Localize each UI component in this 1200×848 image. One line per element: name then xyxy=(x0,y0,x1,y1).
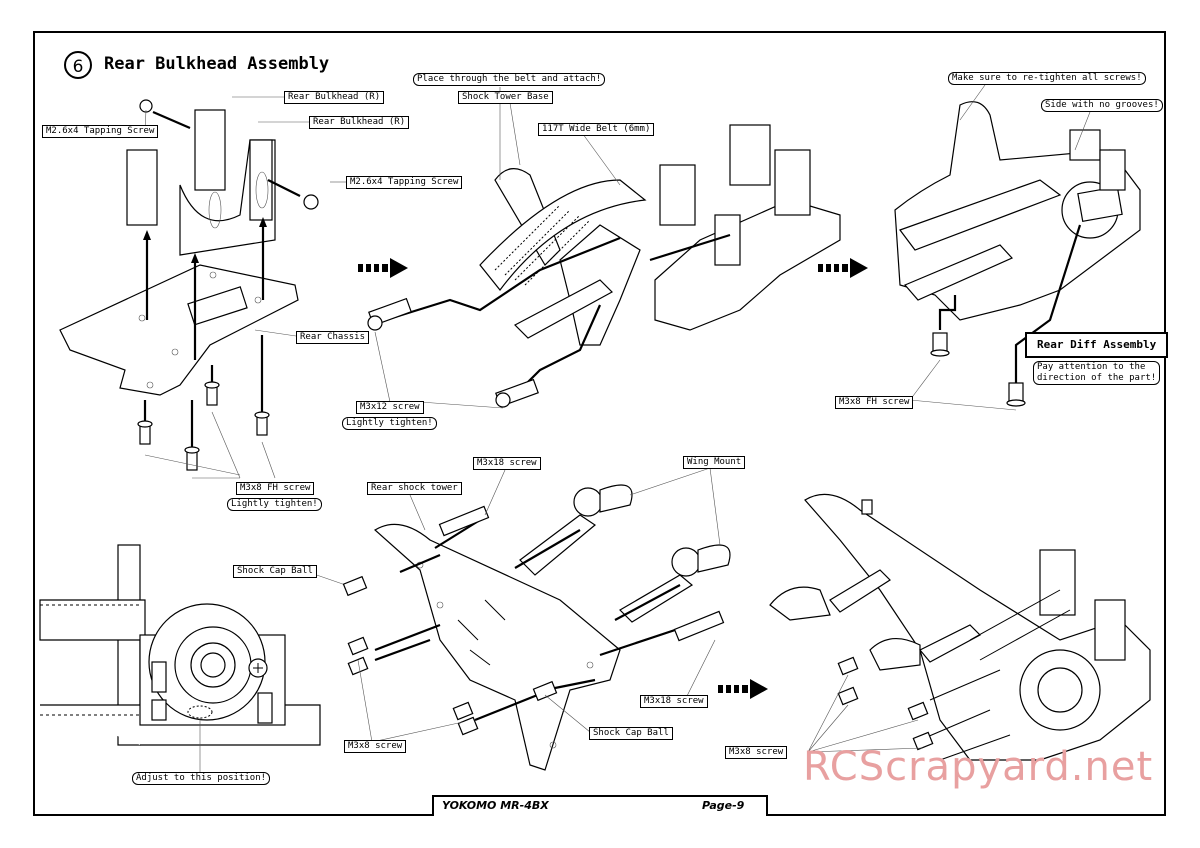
panel6-leaders xyxy=(807,674,924,753)
panel6-screws xyxy=(837,656,934,751)
label-shock-cap-ball-2: Shock Cap Ball xyxy=(589,727,673,740)
label-rear-bulkhead-r-2: Rear Bulkhead (R) xyxy=(309,116,410,129)
flow-arrow-3 xyxy=(718,679,768,699)
panel1-screws xyxy=(137,99,319,471)
label-shock-cap-ball-1: Shock Cap Ball xyxy=(233,565,317,578)
panel3-leaders xyxy=(909,84,1091,411)
label-m3x8-screw-1: M3x8 screw xyxy=(344,740,407,753)
label-m3x18-screw-2: M3x18 screw xyxy=(640,695,708,708)
label-belt-117t: 117T Wide Belt (6mm) xyxy=(538,123,655,136)
step-title: Rear Bulkhead Assembly xyxy=(104,54,330,74)
page-footer: YOKOMO MR-4BX Page-9 xyxy=(432,795,768,816)
label-rear-chassis: Rear Chassis xyxy=(296,331,370,344)
label-m3x8-screw-2: M3x8 screw xyxy=(725,746,788,759)
footer-model: YOKOMO MR-4BX xyxy=(442,799,549,812)
flow-arrow-2 xyxy=(818,258,868,278)
label-lightly-tighten-2: Lightly tighten! xyxy=(342,417,437,430)
label-lightly-tighten-1: Lightly tighten! xyxy=(227,498,322,511)
panel5-leaders xyxy=(357,467,721,743)
label-m3x18-screw-1: M3x18 screw xyxy=(473,457,541,470)
assembled-chassis-drawing xyxy=(894,101,1141,321)
label-place-through-belt: Place through the belt and attach! xyxy=(413,73,606,86)
final-assembly-drawing xyxy=(769,493,1151,761)
panel1-leaders xyxy=(144,96,346,479)
label-rear-diff-assembly: Rear Diff Assembly xyxy=(1025,332,1169,358)
label-shock-tower-base: Shock Tower Base xyxy=(458,91,553,104)
label-pay-attention: Pay attention to the direction of the pa… xyxy=(1033,361,1161,385)
label-side-no-grooves: Side with no grooves! xyxy=(1041,99,1163,112)
panel3-screws xyxy=(930,332,1026,407)
rear-bulkhead-drawing xyxy=(126,109,276,256)
panel2-screws xyxy=(367,297,539,408)
label-m26-tapping-screw-2: M2.6x4 Tapping Screw xyxy=(346,176,463,189)
label-m3x12-screw: M3x12 screw xyxy=(356,401,424,414)
label-m3x8-fh-screw-2: M3x8 FH screw xyxy=(835,396,914,409)
rear-shock-tower-drawing xyxy=(373,523,621,771)
label-m26-tapping-screw-1: M2.6x4 Tapping Screw xyxy=(42,125,159,138)
label-rear-shock-tower: Rear shock tower xyxy=(367,482,462,495)
watermark: RCScrapyard.net xyxy=(803,744,1154,790)
closeup-drawing xyxy=(39,544,321,746)
label-wing-mount: Wing Mount xyxy=(683,456,746,469)
belt-117t-drawing xyxy=(479,179,647,339)
step-number: 6 xyxy=(64,51,92,79)
label-m3x8-fh-screw-1: M3x8 FH screw xyxy=(236,482,315,495)
panel1-arrows xyxy=(143,110,301,450)
label-adjust-position: Adjust to this position! xyxy=(132,772,271,785)
label-make-sure-retighten: Make sure to re-tighten all screws! xyxy=(948,72,1146,85)
panel2-leaders xyxy=(374,87,621,409)
label-rear-bulkhead-r-1: Rear Bulkhead (R) xyxy=(284,91,385,104)
footer-page-number: Page-9 xyxy=(702,799,745,812)
flow-arrow-1 xyxy=(358,258,408,278)
